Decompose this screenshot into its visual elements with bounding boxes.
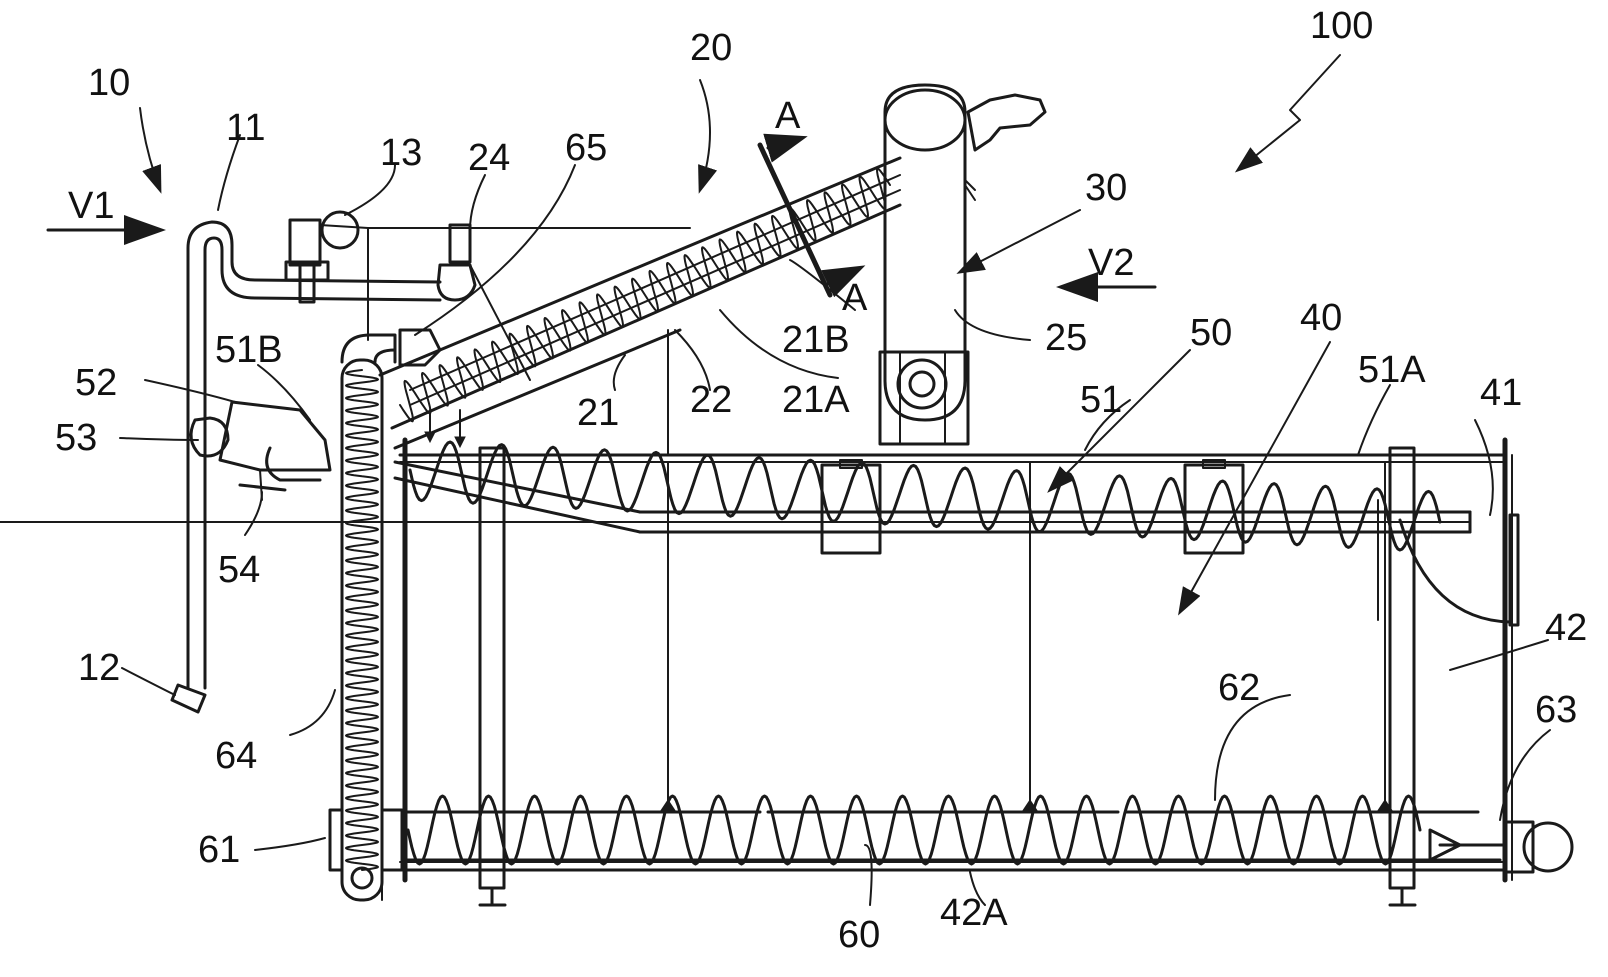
label-21B: 21B [782,319,850,361]
label-54: 54 [218,549,260,591]
label-53: 53 [55,417,97,459]
label-section-a-top: A [775,95,801,137]
label-62: 62 [1218,667,1260,709]
elevator-unit [878,83,1047,446]
inclined-screw-conveyor [367,156,902,456]
label-v1: V1 [68,185,114,227]
label-51A: 51A [1358,349,1426,391]
label-50: 50 [1190,312,1232,354]
label-section-a-bottom: A [842,277,868,319]
label-22: 22 [690,379,732,421]
leader-lines [119,54,1551,906]
label-41: 41 [1480,372,1522,414]
label-21A: 21A [782,379,850,421]
reference-labels: 100 10 11 13 24 65 20 A A V1 V2 30 25 21… [55,5,1587,956]
section-line-a-a [757,133,866,298]
label-65: 65 [565,127,607,169]
label-40: 40 [1300,297,1342,339]
label-30: 30 [1085,167,1127,209]
label-12: 12 [78,647,120,689]
vertical-screw-conveyor [328,333,404,902]
label-v2: V2 [1088,242,1134,284]
label-51: 51 [1080,379,1122,421]
label-52: 52 [75,362,117,404]
label-11: 11 [226,107,265,149]
bottom-screw-conveyor [403,794,1574,874]
side-hopper [189,400,332,501]
label-20: 20 [690,27,732,69]
label-42: 42 [1545,607,1587,649]
label-42A: 42A [940,892,1008,934]
label-21: 21 [577,392,619,434]
label-60: 60 [838,914,880,956]
label-13: 13 [380,132,422,174]
label-63: 63 [1535,689,1577,731]
label-51B: 51B [215,329,283,371]
main-screw-conveyor [0,440,1520,627]
label-100: 100 [1310,5,1373,47]
view-arrows [46,215,1157,302]
label-24: 24 [468,137,510,179]
tank-frame [398,437,1513,907]
label-10: 10 [88,62,130,104]
label-61: 61 [198,829,240,871]
label-25: 25 [1045,317,1087,359]
label-64: 64 [215,735,257,777]
